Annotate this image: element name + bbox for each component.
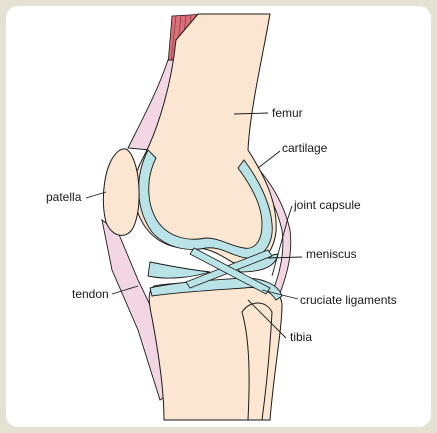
label-femur: femur <box>272 106 303 120</box>
patella-bone <box>103 149 139 235</box>
label-meniscus: meniscus <box>306 247 357 261</box>
label-tibia: tibia <box>290 330 312 344</box>
label-joint-capsule: joint capsule <box>293 198 361 212</box>
label-cartilage: cartilage <box>282 141 328 155</box>
meniscus-front <box>148 262 210 278</box>
label-cruciate-ligaments: cruciate ligaments <box>300 293 397 307</box>
label-patella: patella <box>46 190 82 204</box>
label-tendon: tendon <box>72 287 109 301</box>
